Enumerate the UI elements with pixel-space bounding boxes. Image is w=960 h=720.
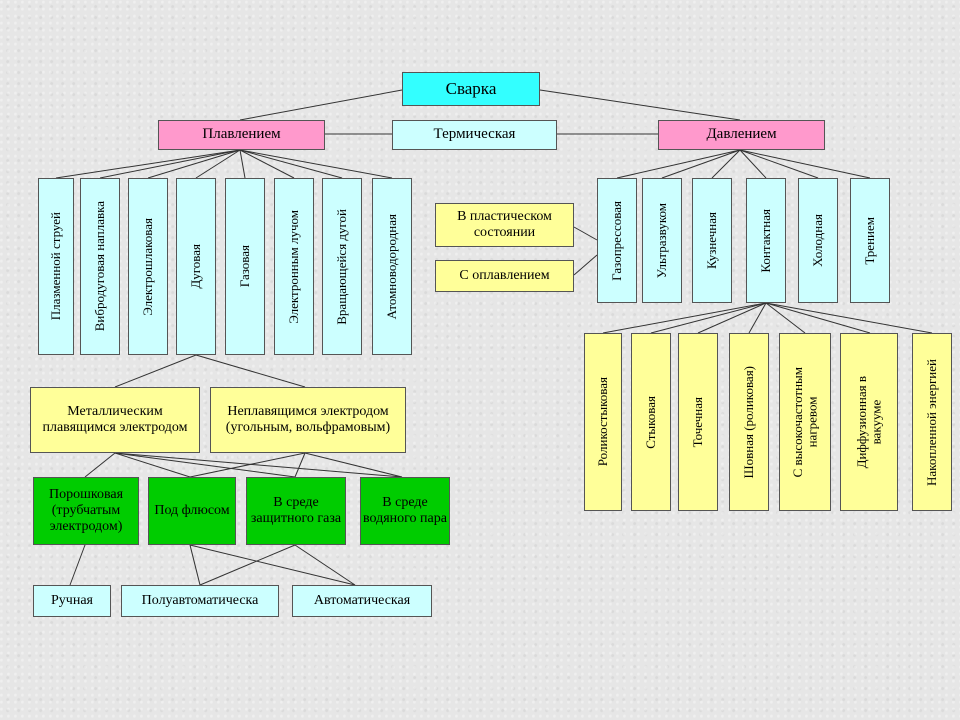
root-sварка-box: Сварка: [402, 72, 540, 106]
melting-method: Плазменной струей: [38, 178, 74, 355]
electrode-consumable: Металлическим плавящимся электродом: [30, 387, 200, 453]
contact-method: Диффузионная в вакууме: [840, 333, 898, 511]
automation-level: Автоматическая: [292, 585, 432, 617]
contact-method: Стыковая: [631, 333, 671, 511]
melting-method: Электрошлаковая: [128, 178, 168, 355]
contact-method: Шовная (роликовая): [729, 333, 769, 511]
gas-press-mode: В пластическом состоянии: [435, 203, 574, 247]
arc-variant: Порошковая (трубчатым электродом): [33, 477, 139, 545]
contact-method: Точечная: [678, 333, 718, 511]
pressure-method: Газопрессовая: [597, 178, 637, 303]
gas-press-mode: С оплавлением: [435, 260, 574, 292]
pressure-method: Холодная: [798, 178, 838, 303]
melting-method: Вибродуговая наплавка: [80, 178, 120, 355]
pressure-method: Ультразвуком: [642, 178, 682, 303]
arc-variant: В среде защитного газа: [246, 477, 346, 545]
arc-variant: В среде водяного пара: [360, 477, 450, 545]
melting-method-arc: Дуговая: [176, 178, 216, 355]
pressure-method: Трением: [850, 178, 890, 303]
automation-level: Полуавтоматическа: [121, 585, 279, 617]
contact-method: С высокочастотным нагревом: [779, 333, 831, 511]
category-pressure: Давлением: [658, 120, 825, 150]
melting-method: Газовая: [225, 178, 265, 355]
category-melting: Плавлением: [158, 120, 325, 150]
melting-method: Электронным лучом: [274, 178, 314, 355]
pressure-method-contact: Контактная: [746, 178, 786, 303]
contact-method: Роликостыковая: [584, 333, 622, 511]
arc-variant: Под флюсом: [148, 477, 236, 545]
melting-method: Атомноводородная: [372, 178, 412, 355]
automation-level: Ручная: [33, 585, 111, 617]
category-thermal: Термическая: [392, 120, 557, 150]
electrode-non-consumable: Неплавящимся электродом (угольным, вольф…: [210, 387, 406, 453]
pressure-method: Кузнечная: [692, 178, 732, 303]
melting-method: Вращающейся дугой: [322, 178, 362, 355]
contact-method: Накопленной энергией: [912, 333, 952, 511]
